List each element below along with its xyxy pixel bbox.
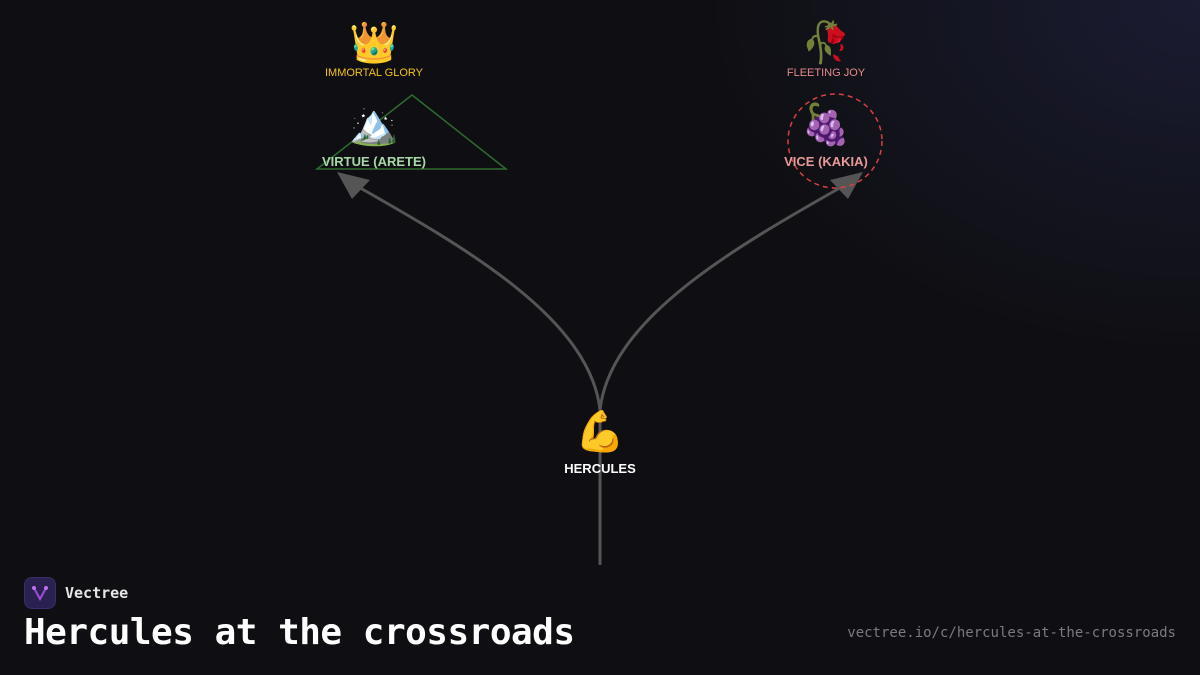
node-virtue[interactable]: 🏔️ VIRTUE (ARETE) bbox=[322, 102, 426, 169]
node-immortal-glory[interactable]: 👑 IMMORTAL GLORY bbox=[325, 20, 423, 79]
fleeting-joy-label: FLEETING JOY bbox=[786, 67, 866, 79]
arrowhead-vice bbox=[830, 172, 863, 199]
brand-name: Vectree bbox=[65, 584, 129, 602]
edge-to-virtue bbox=[354, 183, 602, 411]
vectree-logo-icon bbox=[24, 577, 56, 609]
hercules-label: HERCULES bbox=[564, 461, 636, 476]
vice-label: VICE (KAKIA) bbox=[784, 154, 868, 169]
edge-to-vice bbox=[598, 183, 846, 411]
vice-dashed-circle-shape bbox=[787, 93, 883, 189]
grapes-icon: 🍇 bbox=[801, 103, 851, 147]
share-url[interactable]: vectree.io/c/hercules-at-the-crossroads bbox=[847, 625, 1176, 641]
wilted-rose-icon: 🥀 bbox=[801, 21, 851, 65]
immortal-glory-label: IMMORTAL GLORY bbox=[324, 67, 424, 79]
node-vice[interactable]: 🍇 VICE (KAKIA) bbox=[784, 102, 868, 169]
flexed-biceps-icon: 💪 bbox=[575, 410, 625, 454]
page-title: Hercules at the crossroads bbox=[24, 612, 575, 653]
virtue-label: VIRTUE (ARETE) bbox=[322, 154, 426, 169]
node-hercules[interactable]: 💪 HERCULES bbox=[564, 409, 636, 476]
arrowhead-virtue bbox=[337, 172, 370, 199]
node-fleeting-joy[interactable]: 🥀 FLEETING JOY bbox=[787, 20, 865, 79]
crown-icon: 👑 bbox=[349, 21, 399, 65]
mountain-icon: 🏔️ bbox=[349, 103, 399, 147]
brand: Vectree bbox=[24, 577, 128, 609]
virtue-triangle-shape bbox=[314, 94, 509, 170]
